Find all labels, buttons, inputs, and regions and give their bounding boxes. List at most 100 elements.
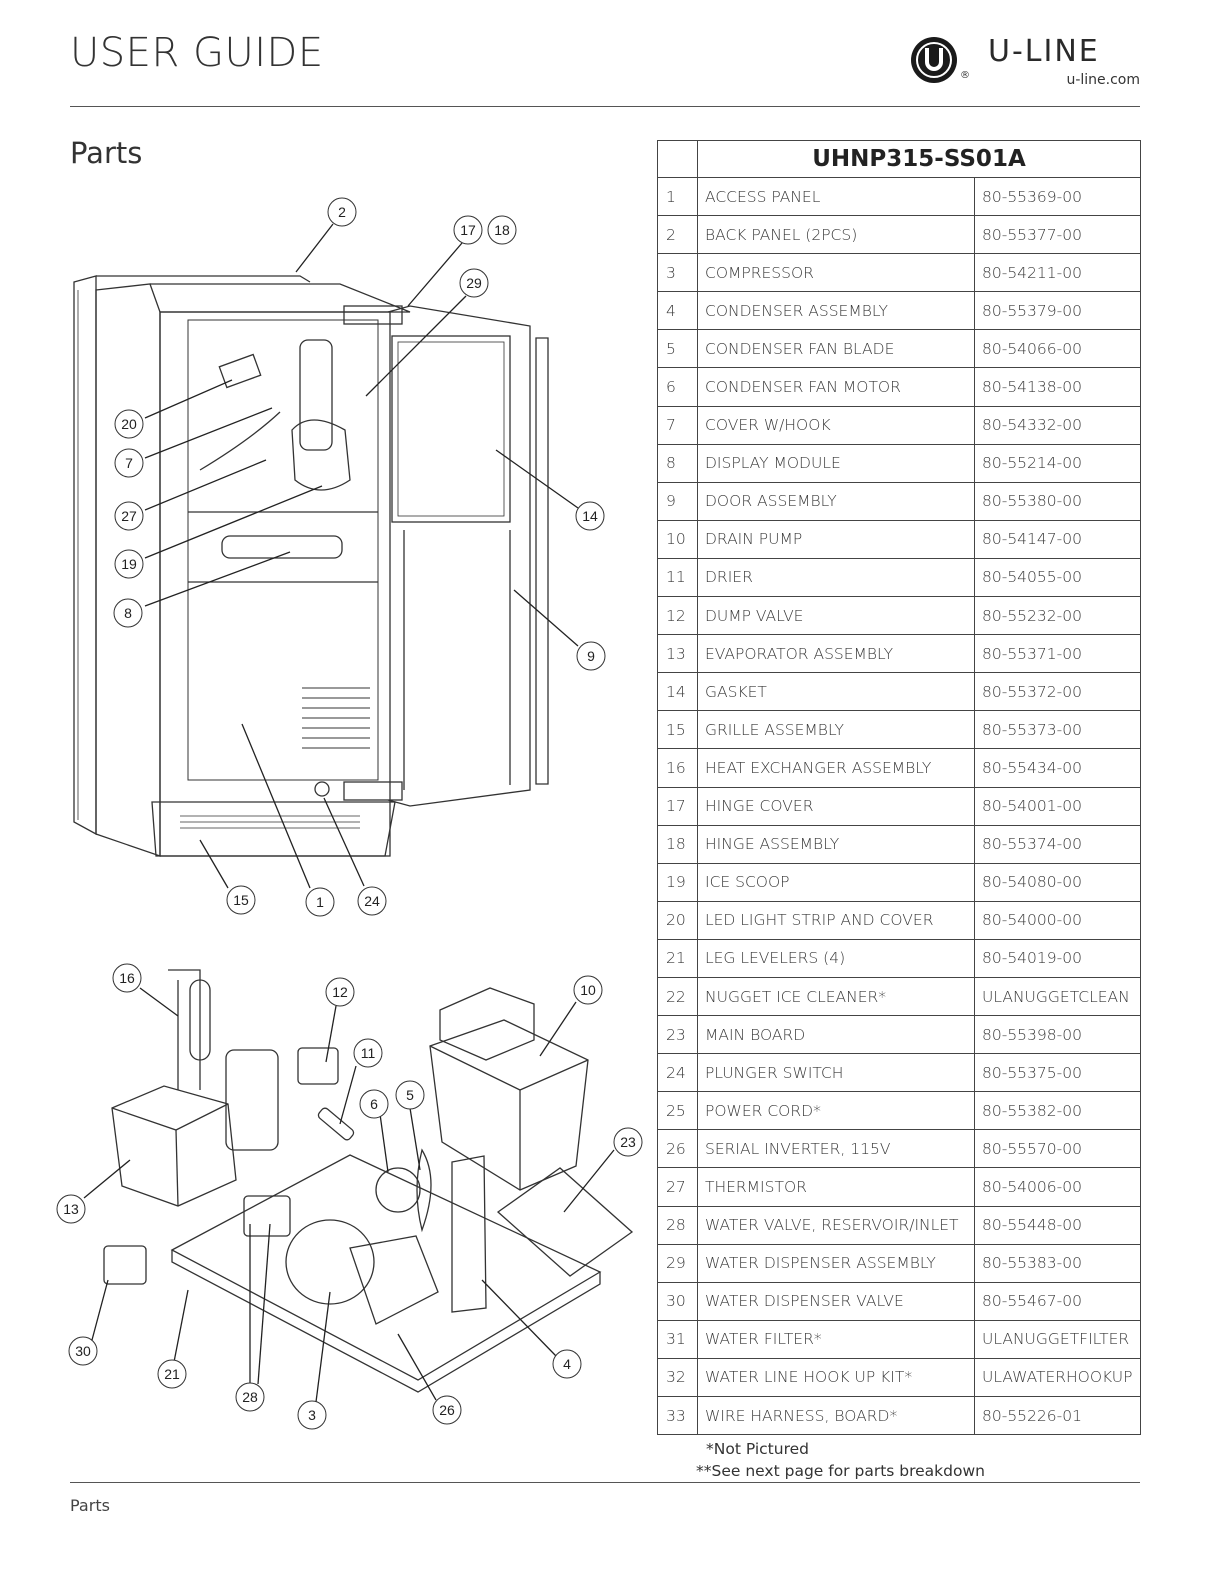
part-number-index: 9 <box>657 481 698 521</box>
part-name: DUMP VALVE <box>697 596 975 636</box>
part-code: 80-55214-00 <box>974 443 1141 483</box>
part-number-index: 29 <box>657 1243 698 1283</box>
part-code: 80-54332-00 <box>974 405 1141 445</box>
part-code: 80-55448-00 <box>974 1205 1141 1245</box>
callout-2: 2 <box>327 197 357 227</box>
part-number-index: 21 <box>657 938 698 978</box>
u-line-logo-icon <box>911 37 957 83</box>
part-name: WATER DISPENSER VALVE <box>697 1281 975 1321</box>
part-code: 80-55232-00 <box>974 596 1141 636</box>
part-name: CONDENSER FAN MOTOR <box>697 367 975 407</box>
part-number-index: 24 <box>657 1053 698 1093</box>
part-number-index: 16 <box>657 748 698 788</box>
callout-4: 4 <box>552 1349 582 1379</box>
svg-text:13: 13 <box>63 1201 79 1217</box>
callout-18: 18 <box>487 215 517 245</box>
svg-text:27: 27 <box>121 508 137 524</box>
svg-text:14: 14 <box>582 508 598 524</box>
callout-28: 28 <box>235 1382 265 1412</box>
part-code: 80-54080-00 <box>974 862 1141 902</box>
part-code: 80-55434-00 <box>974 748 1141 788</box>
part-name: LED LIGHT STRIP AND COVER <box>697 900 975 940</box>
part-code: 80-54138-00 <box>974 367 1141 407</box>
part-code: ULAWATERHOOKUP <box>974 1357 1141 1398</box>
part-name: WATER LINE HOOK UP KIT* <box>697 1357 975 1398</box>
part-code: 80-54000-00 <box>974 900 1141 940</box>
callout-20: 20 <box>114 409 144 439</box>
part-name: CONDENSER FAN BLADE <box>697 329 975 369</box>
svg-text:26: 26 <box>439 1402 455 1418</box>
part-code: 80-55382-00 <box>974 1091 1141 1131</box>
part-number-index: 5 <box>657 329 698 369</box>
part-number-index: 25 <box>657 1091 698 1131</box>
part-number-index: 4 <box>657 291 698 331</box>
part-name: ACCESS PANEL <box>697 176 975 217</box>
ice-maker-front-drawing <box>73 275 549 857</box>
svg-text:28: 28 <box>242 1389 258 1405</box>
callout-15: 15 <box>226 885 256 915</box>
part-number-index: 1 <box>657 176 698 217</box>
part-name: DRIER <box>697 557 975 598</box>
part-number-index: 22 <box>657 976 698 1017</box>
callout-30: 30 <box>68 1336 98 1366</box>
part-name: DRAIN PUMP <box>697 519 975 559</box>
svg-text:1: 1 <box>316 894 324 910</box>
part-number-index: 17 <box>657 786 698 826</box>
part-code: ULANUGGETFILTER <box>974 1319 1141 1359</box>
part-code: 80-55383-00 <box>974 1243 1141 1283</box>
part-name: WIRE HARNESS, BOARD* <box>697 1395 975 1436</box>
svg-text:24: 24 <box>364 893 380 909</box>
part-code: 80-55380-00 <box>974 481 1141 521</box>
svg-text:29: 29 <box>466 275 482 291</box>
ice-maker-internal-components-drawing <box>103 969 634 1393</box>
part-code: 80-55371-00 <box>974 634 1141 674</box>
part-name: WATER DISPENSER ASSEMBLY <box>697 1243 975 1283</box>
callout-6: 6 <box>359 1089 389 1119</box>
parts-table-header: UHNP315-SS01A <box>657 140 1141 178</box>
callout-21: 21 <box>157 1359 187 1389</box>
parts-table-corner <box>657 140 698 178</box>
callout-3: 3 <box>297 1400 327 1430</box>
part-number-index: 11 <box>657 557 698 598</box>
part-number-index: 15 <box>657 710 698 750</box>
part-number-index: 10 <box>657 519 698 559</box>
part-number-index: 6 <box>657 367 698 407</box>
part-name: COVER W/HOOK <box>697 405 975 445</box>
part-name: COMPRESSOR <box>697 253 975 293</box>
not-pictured-note: *Not Pictured <box>706 1440 809 1458</box>
part-name: POWER CORD* <box>697 1091 975 1131</box>
part-name: WATER FILTER* <box>697 1319 975 1359</box>
part-number-index: 33 <box>657 1395 698 1436</box>
part-number-index: 31 <box>657 1319 698 1359</box>
part-name: MAIN BOARD <box>697 1015 975 1055</box>
section-title: Parts <box>70 136 143 170</box>
registered-mark: ® <box>960 70 970 81</box>
part-code: 80-55375-00 <box>974 1053 1141 1093</box>
callout-12: 12 <box>325 977 355 1007</box>
part-code: 80-54019-00 <box>974 938 1141 978</box>
part-name: BACK PANEL (2PCS) <box>697 215 975 255</box>
part-code: 80-54001-00 <box>974 786 1141 826</box>
part-code: 80-55379-00 <box>974 291 1141 331</box>
brand-website: u-line.com <box>1066 72 1140 88</box>
part-number-index: 27 <box>657 1167 698 1207</box>
part-code: 80-55372-00 <box>974 672 1141 712</box>
parts-exploded-drawings: 2 17 18 29 20 7 27 19 8 14 9 15 1 24 16 … <box>56 197 643 1430</box>
callout-9: 9 <box>576 641 606 671</box>
part-number-index: 23 <box>657 1015 698 1055</box>
leader-lines <box>83 223 615 1403</box>
part-name: PLUNGER SWITCH <box>697 1053 975 1093</box>
callout-5: 5 <box>395 1080 425 1110</box>
part-code: 80-54066-00 <box>974 329 1141 369</box>
